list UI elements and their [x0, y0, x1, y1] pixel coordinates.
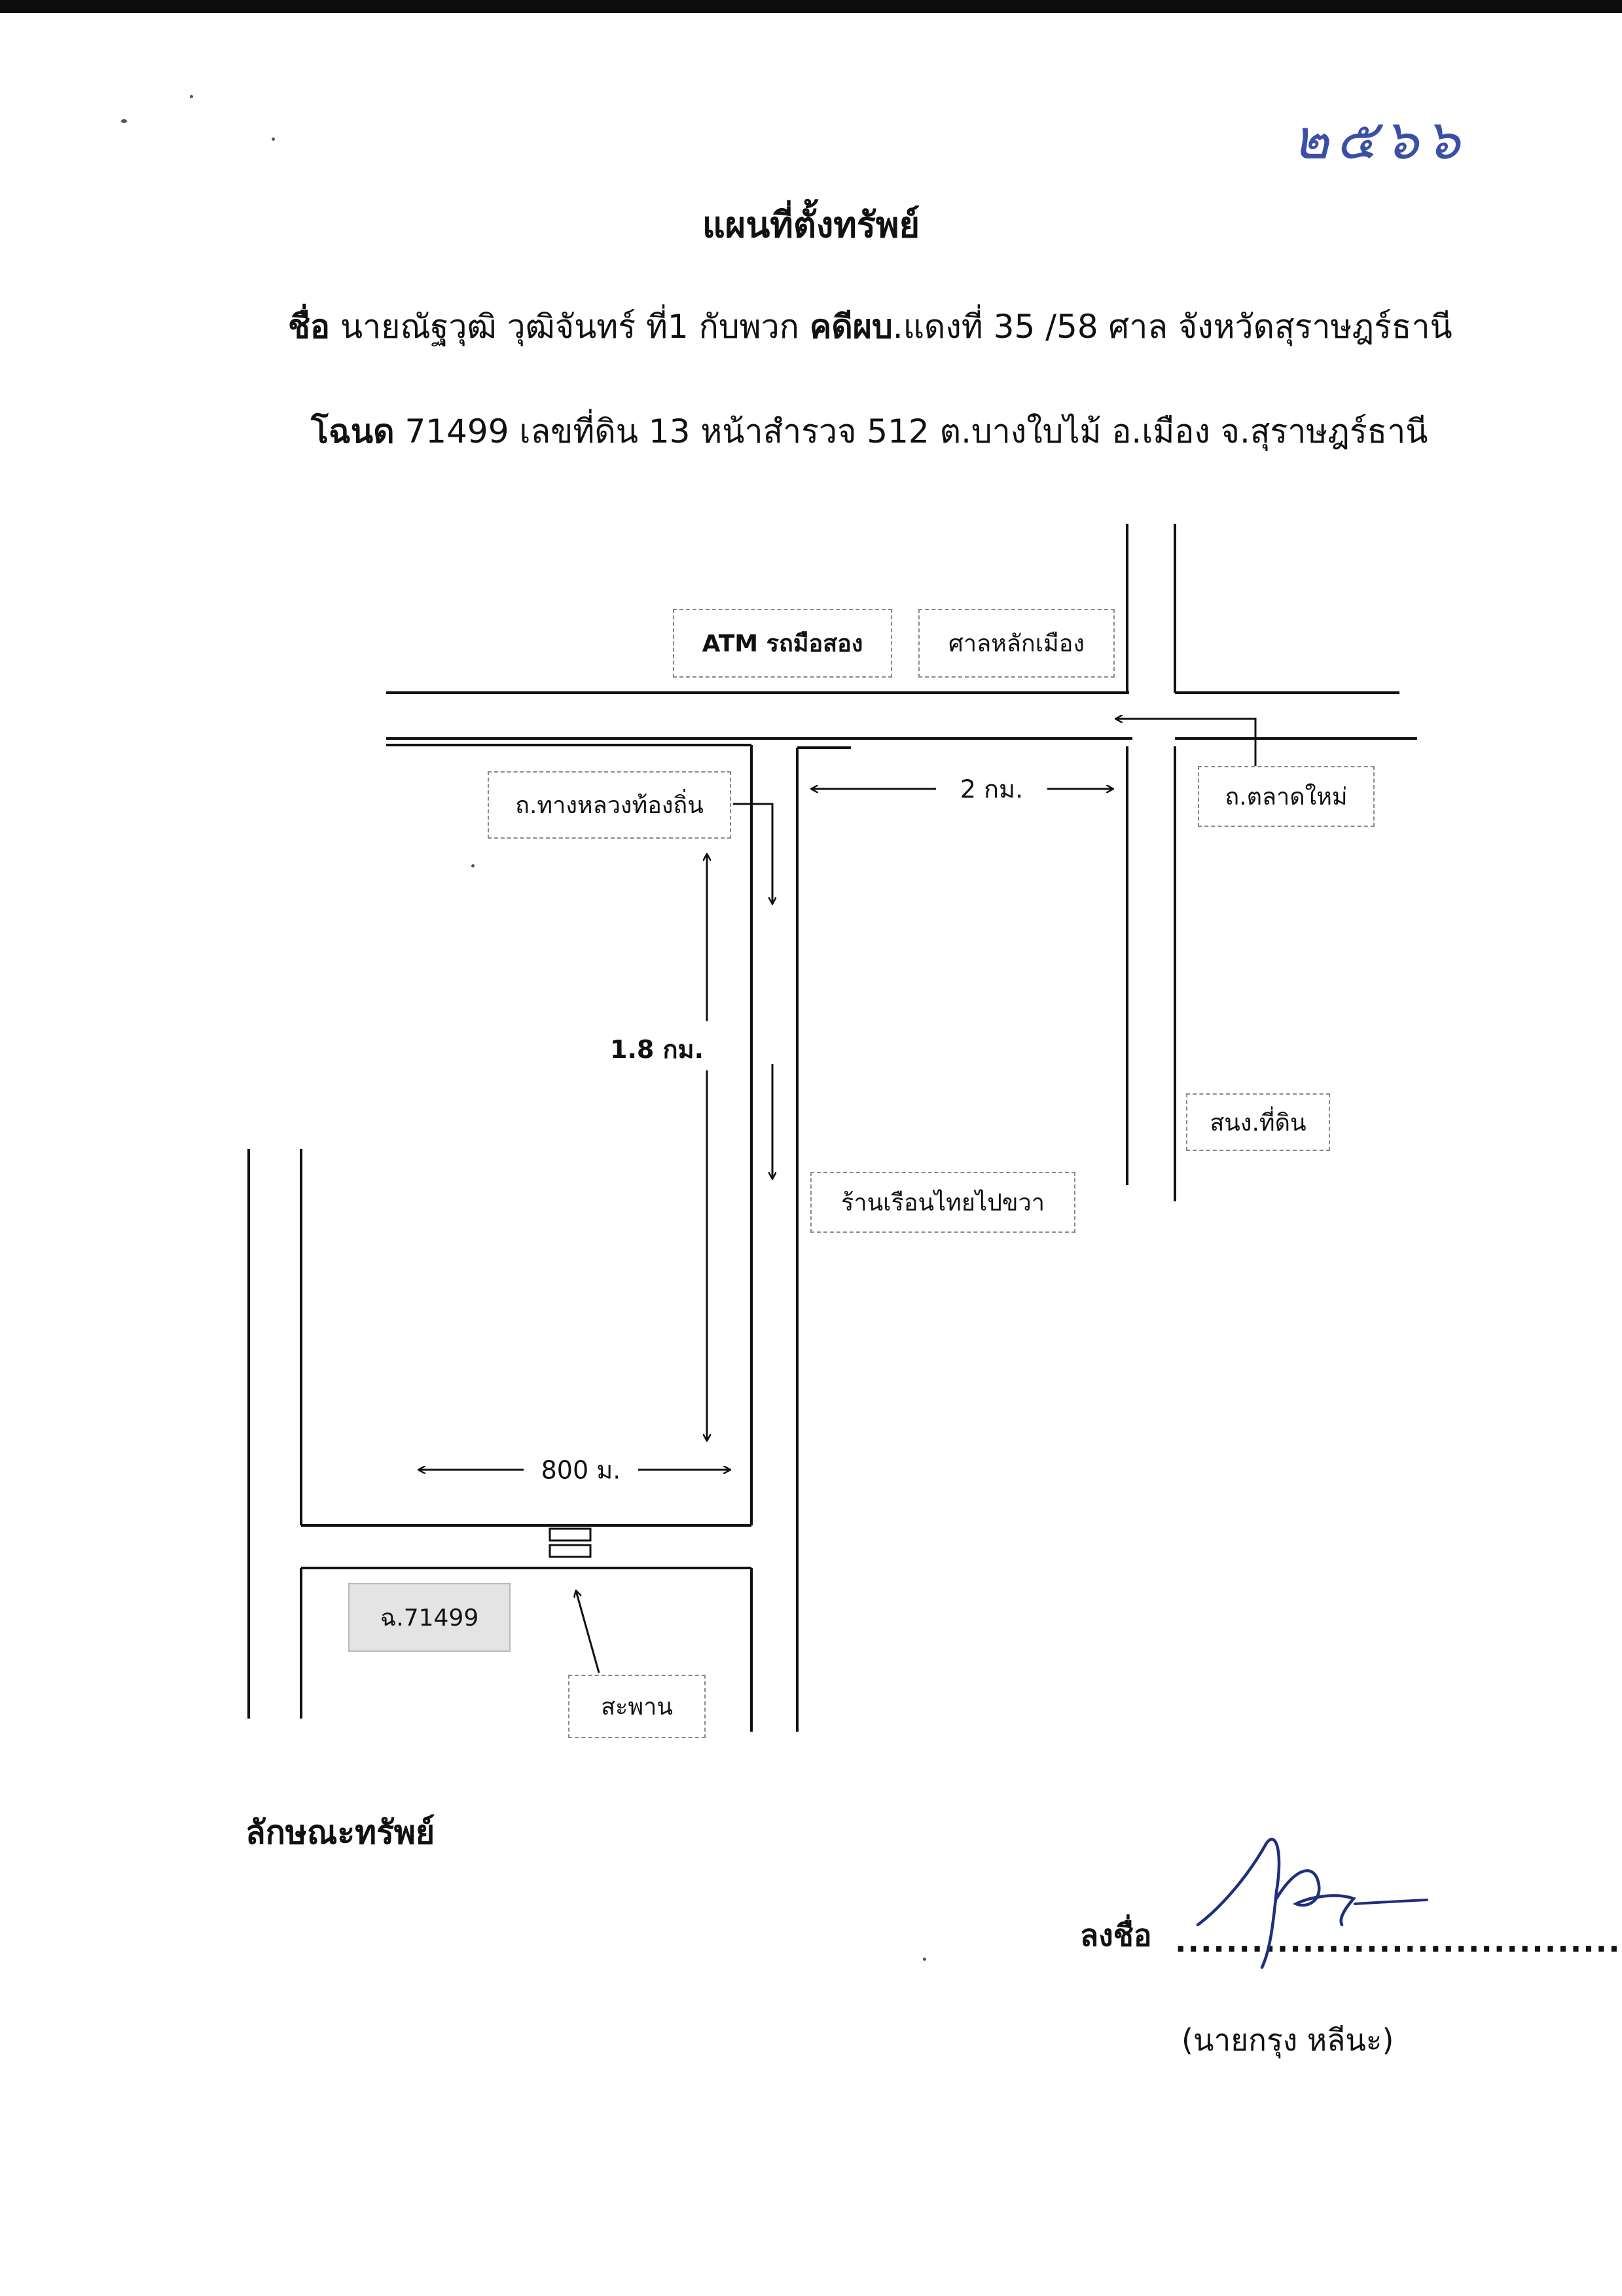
case-label: คดีผบ: [809, 308, 893, 346]
case-text: .แดงที่ 35 /58 ศาล จังหวัดสุราษฎร์ธานี: [892, 308, 1452, 346]
route-arrow: [1116, 719, 1257, 769]
scan-speck: [923, 1958, 926, 1961]
scan-speck: [190, 95, 193, 98]
label-bridge: สะพาน: [568, 1675, 706, 1738]
label-land-office: สนง.ที่ดิน: [1186, 1093, 1330, 1151]
scan-top-edge: [0, 0, 1622, 13]
label-restaurant: ร้านเรือนไทยไปขวา: [810, 1172, 1075, 1233]
handwritten-signature: [1196, 1838, 1428, 1969]
handwritten-number: ๒๕๖๖: [1293, 107, 1467, 172]
label-local-road: ถ.ทางหลวงท้องถิ่น: [488, 771, 731, 839]
signer-name: (นายกรุง หลีนะ): [1181, 2022, 1394, 2058]
label-new-market-road: ถ.ตลาดใหม่: [1198, 766, 1375, 827]
name-text: นายณัฐวุฒิ วุฒิจันทร์ ที่1 กับพวก: [329, 308, 810, 346]
label-shrine: ศาลหลักเมือง: [918, 609, 1115, 678]
signature-line: ...................................: [1175, 1923, 1621, 1959]
route-arrow: [576, 1591, 600, 1673]
case-line: ชื่อ นายณัฐวุฒิ วุฒิจันทร์ ที่1 กับพวก ค…: [288, 301, 1452, 353]
deed-line: โฉนด 71499 เลขที่ดิน 13 หน้าสำรวจ 512 ต.…: [311, 406, 1428, 458]
deed-label: โฉนด: [311, 412, 395, 450]
distance-vertical: 1.8 กม.: [610, 1035, 704, 1064]
page-title: แผนที่ตั้งทรัพย์: [702, 204, 920, 246]
signature-label: ลงชื่อ: [1080, 1918, 1152, 1953]
deed-text: 71499 เลขที่ดิน 13 หน้าสำรวจ 512 ต.บางใบ…: [394, 412, 1428, 450]
scan-speck: [272, 137, 275, 141]
route-arrow: [733, 803, 772, 903]
label-parcel: ฉ.71499: [348, 1583, 511, 1652]
distance-bottom: 800 ม.: [541, 1455, 621, 1485]
scan-speck: [121, 119, 127, 123]
bridge-symbol: [549, 1527, 592, 1558]
scan-speck: [471, 864, 475, 867]
label-atm: ATM รถมือสอง: [673, 609, 892, 678]
name-label: ชื่อ: [288, 308, 330, 346]
property-characteristics-label: ลักษณะทรัพย์: [245, 1813, 435, 1851]
distance-top: 2 กม.: [960, 774, 1024, 804]
